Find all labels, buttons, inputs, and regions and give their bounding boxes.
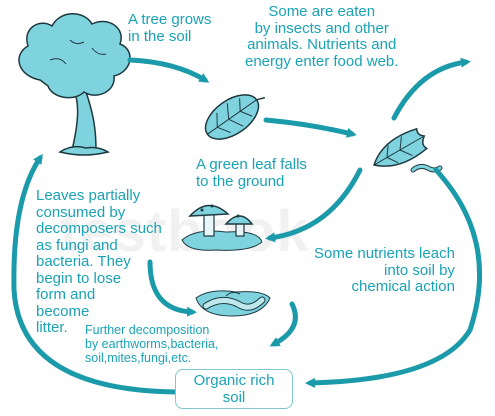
arrow-leach-to-soil [305, 167, 482, 388]
arrow-to-food-web [391, 57, 471, 121]
label-eaten-by-insects: Some are eaten by insects and other anim… [245, 3, 399, 70]
cycle-arrows [11, 57, 482, 395]
arrow-mushrooms-to-worm [147, 259, 197, 317]
arrow-leaf-to-eaten-leaf [263, 117, 357, 138]
watermark: testbook [60, 199, 310, 264]
label-further-decomposition: Further decomposition by earthworms,bact… [85, 323, 219, 365]
organic-soil-label: Organic rich soil [193, 371, 275, 406]
earthworm-soil-icon [195, 290, 271, 317]
tree-icon [18, 13, 131, 156]
arrow-soil-to-tree [11, 153, 179, 395]
label-tree-grows: A tree grows in the soil [128, 11, 212, 45]
arrow-tree-to-leaf [127, 57, 210, 83]
label-nutrients-leach: Some nutrients leach into soil by chemic… [314, 245, 455, 295]
arrow-leaf-to-mushrooms [265, 167, 363, 243]
green-leaf-icon [204, 94, 266, 140]
label-partially-consumed: Leaves partially consumed by decomposers… [36, 187, 162, 336]
organic-soil-box: Organic rich soil [175, 369, 293, 409]
mushroom-puddle-icon [181, 204, 263, 251]
arrow-worm-loop [269, 301, 298, 347]
label-leaf-falls: A green leaf falls to the ground [196, 156, 307, 190]
eaten-leaf-icon [373, 127, 443, 173]
